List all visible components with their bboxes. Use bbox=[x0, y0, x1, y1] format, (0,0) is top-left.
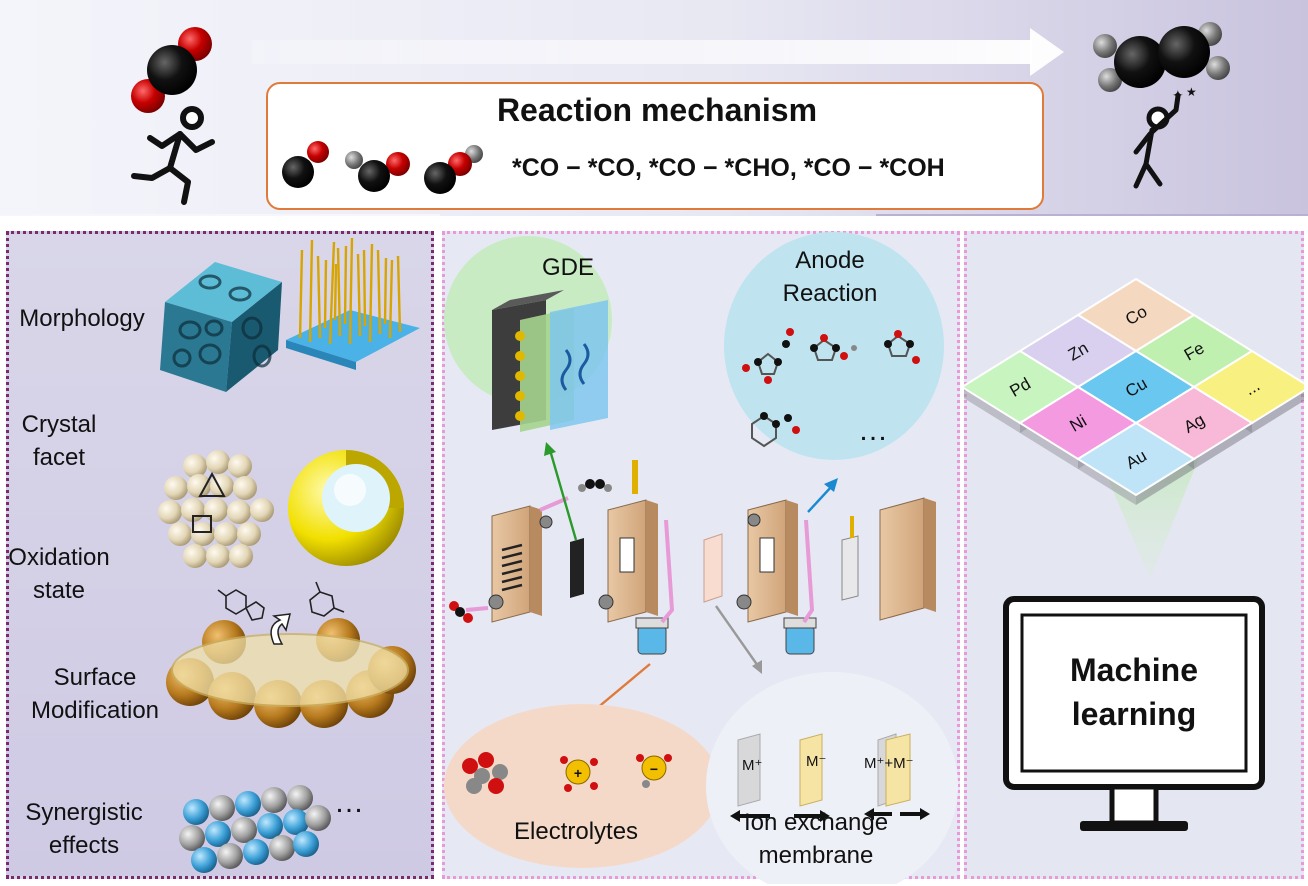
element-tile-pd: Pd bbox=[964, 349, 1080, 433]
electrolyzer-illustrations: + − bbox=[444, 232, 958, 884]
machine-learning-label: Machine learning bbox=[1069, 652, 1199, 732]
gde-bubble bbox=[444, 236, 612, 432]
cation-membrane-label: M⁺ bbox=[742, 757, 763, 774]
gde-label: GDE bbox=[542, 254, 595, 281]
adsorbate-molecules bbox=[282, 141, 483, 194]
label-crystal-facet: Crystal facet bbox=[21, 411, 97, 471]
progress-arrow bbox=[252, 28, 1064, 76]
ion-exchange-membrane-bubble bbox=[706, 672, 958, 884]
modifier-molecule-icons bbox=[217, 581, 345, 621]
anion-membrane-label: M⁻ bbox=[806, 753, 827, 770]
ethylene-molecule-icon bbox=[1093, 22, 1230, 92]
surface-modified-catalyst bbox=[166, 613, 416, 728]
negative-ion-sign: − bbox=[650, 761, 658, 777]
reaction-mechanism-title: Reaction mechanism bbox=[496, 92, 818, 128]
alloy-synergistic-lattice bbox=[179, 785, 331, 873]
electrolytes-label: Electrolytes bbox=[514, 818, 639, 845]
co2-molecule-icon bbox=[131, 27, 212, 113]
coh-adsorbate-icon bbox=[424, 145, 483, 194]
bipolar-membrane-label: M⁺+M⁻ bbox=[864, 755, 914, 772]
svg-text:★: ★ bbox=[1186, 85, 1197, 99]
electrolyzer-cell-stack bbox=[449, 460, 936, 655]
ion-exchange-membrane-label: Ion exchange membrane bbox=[743, 809, 889, 869]
svg-text:✦: ✦ bbox=[1172, 87, 1184, 103]
electrolyte-reservoir-icon bbox=[635, 617, 817, 655]
nanoneedle-array-morphology bbox=[286, 237, 420, 370]
reaction-mechanism-box: Reaction mechanism *CO − *CO, *CO − *CHO… bbox=[266, 82, 1044, 210]
porous-cube-morphology bbox=[160, 262, 282, 392]
anode-reaction-label: Anode Reaction bbox=[782, 247, 878, 307]
label-oxidation-state: Oxidation state bbox=[8, 544, 110, 604]
computer-monitor-icon bbox=[1003, 596, 1265, 831]
anode-reaction-bubble bbox=[724, 232, 944, 460]
connector-arrows bbox=[544, 442, 838, 720]
element-tile-au: Au bbox=[1076, 421, 1196, 505]
crystal-facet-particle bbox=[158, 450, 274, 568]
celebrating-person-icon: ✦ ★ bbox=[1133, 85, 1197, 189]
label-morphology: Morphology bbox=[19, 305, 145, 332]
positive-ion-sign: + bbox=[574, 765, 582, 781]
label-surface-modification: Surface Modification bbox=[30, 664, 160, 724]
cho-adsorbate-icon bbox=[345, 151, 410, 192]
core-shell-sphere bbox=[288, 450, 404, 566]
anode-ellipsis: … bbox=[858, 414, 888, 447]
left-ellipsis: … bbox=[334, 786, 364, 819]
running-person-icon bbox=[131, 106, 215, 205]
label-synergistic-effects: Synergistic effects bbox=[25, 799, 143, 859]
adsorbate-pairs-equation: *CO − *CO, *CO − *CHO, *CO − *COH bbox=[512, 154, 945, 182]
top-band-graphics: ✦ ★ bbox=[0, 22, 1308, 216]
co-adsorbate-icon bbox=[282, 141, 329, 188]
catalyst-illustrations bbox=[158, 237, 420, 873]
electrolytes-bubble: + − bbox=[444, 704, 720, 868]
